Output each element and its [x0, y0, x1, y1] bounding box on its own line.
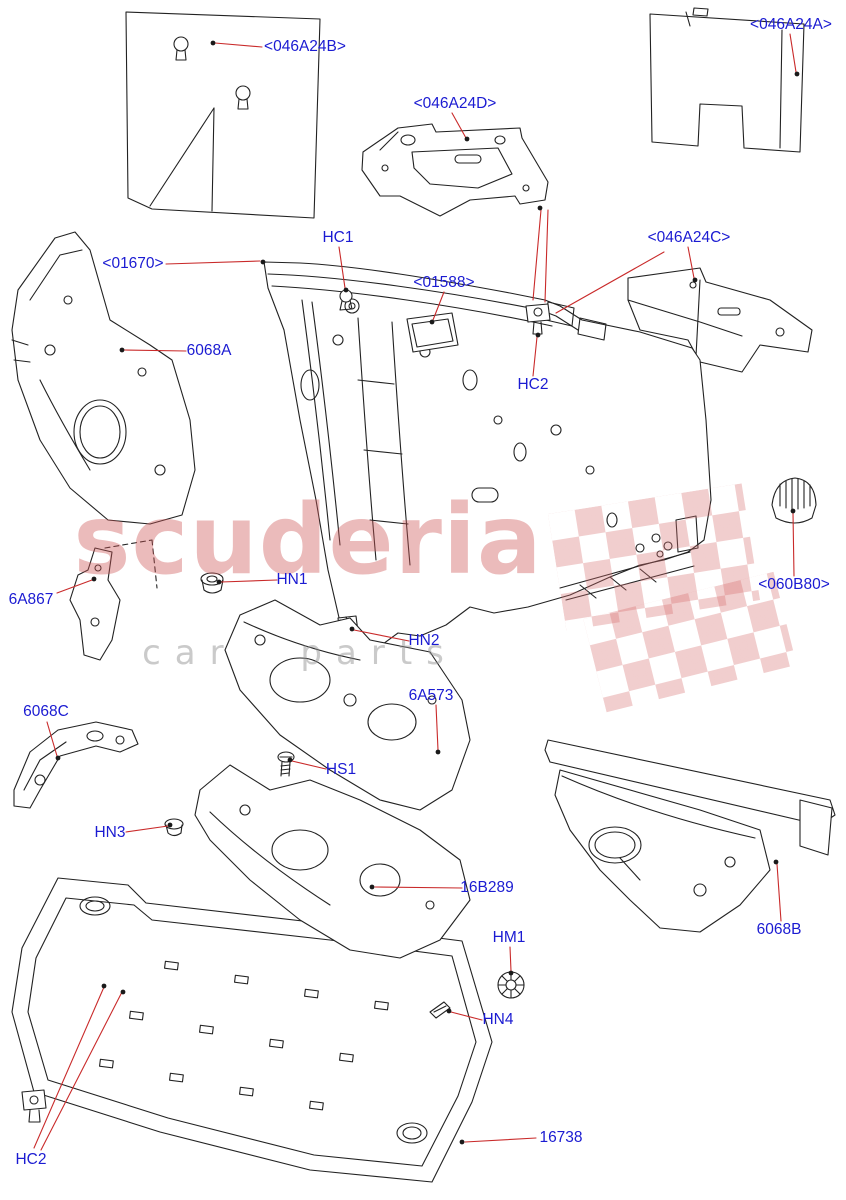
callout-HN1[interactable]: HN1 — [276, 571, 308, 588]
callout-060B80[interactable]: <060B80> — [758, 576, 830, 593]
callout-HC2-bottom[interactable]: HC2 — [15, 1151, 47, 1168]
part-drawing-6A867[interactable] — [69, 539, 158, 661]
part-drawing-HN3[interactable] — [164, 818, 184, 837]
callout-HM1[interactable]: HM1 — [492, 929, 526, 946]
part-drawing-6068C[interactable] — [13, 721, 139, 809]
part-drawing-HC2-bottom[interactable] — [21, 1089, 47, 1123]
callout-6068C[interactable]: 6068C — [23, 703, 69, 720]
callout-HC1[interactable]: HC1 — [322, 229, 354, 246]
callout-046A24C[interactable]: <046A24C> — [647, 229, 731, 246]
part-drawing-046A24C[interactable] — [627, 267, 813, 373]
part-drawing-060B80[interactable] — [771, 477, 817, 524]
part-drawing-HS1[interactable] — [277, 751, 295, 777]
part-drawing-6068A[interactable] — [11, 231, 196, 525]
part-drawing-HN4[interactable] — [429, 1001, 451, 1019]
part-drawing-16B289[interactable] — [194, 764, 471, 959]
part-drawing-6068B[interactable] — [544, 739, 836, 933]
callout-6068A[interactable]: 6068A — [186, 342, 232, 359]
part-drawing-01670[interactable] — [263, 261, 712, 653]
callout-16738[interactable]: 16738 — [539, 1129, 583, 1146]
callout-6068B[interactable]: 6068B — [756, 921, 802, 938]
part-drawing-046A24D[interactable] — [361, 123, 549, 217]
callout-01670[interactable]: <01670> — [102, 255, 164, 272]
leader-lines — [33, 33, 797, 1151]
callout-16B289[interactable]: 16B289 — [460, 879, 514, 896]
part-drawing-046A24A[interactable] — [649, 7, 805, 153]
callout-046A24D[interactable]: <046A24D> — [413, 95, 497, 112]
callout-HN4[interactable]: HN4 — [482, 1011, 514, 1028]
callout-HN3[interactable]: HN3 — [94, 824, 126, 841]
callout-01588[interactable]: <01588> — [413, 274, 475, 291]
callout-046A24B[interactable]: <046A24B> — [264, 38, 346, 55]
leader-anchor-dots — [55, 40, 800, 1145]
part-drawing-6A573[interactable] — [224, 599, 471, 811]
part-drawing-01588[interactable] — [406, 312, 459, 353]
part-drawing-046A24B[interactable] — [125, 11, 321, 219]
callout-046A24A[interactable]: <046A24A> — [750, 16, 832, 33]
callout-HS1[interactable]: HS1 — [325, 761, 357, 778]
part-drawing-HM1[interactable] — [497, 971, 525, 999]
callout-HC2-top[interactable]: HC2 — [517, 376, 549, 393]
callout-HN2[interactable]: HN2 — [408, 632, 440, 649]
callout-6A867[interactable]: 6A867 — [8, 591, 54, 608]
callout-6A573[interactable]: 6A573 — [408, 687, 454, 704]
